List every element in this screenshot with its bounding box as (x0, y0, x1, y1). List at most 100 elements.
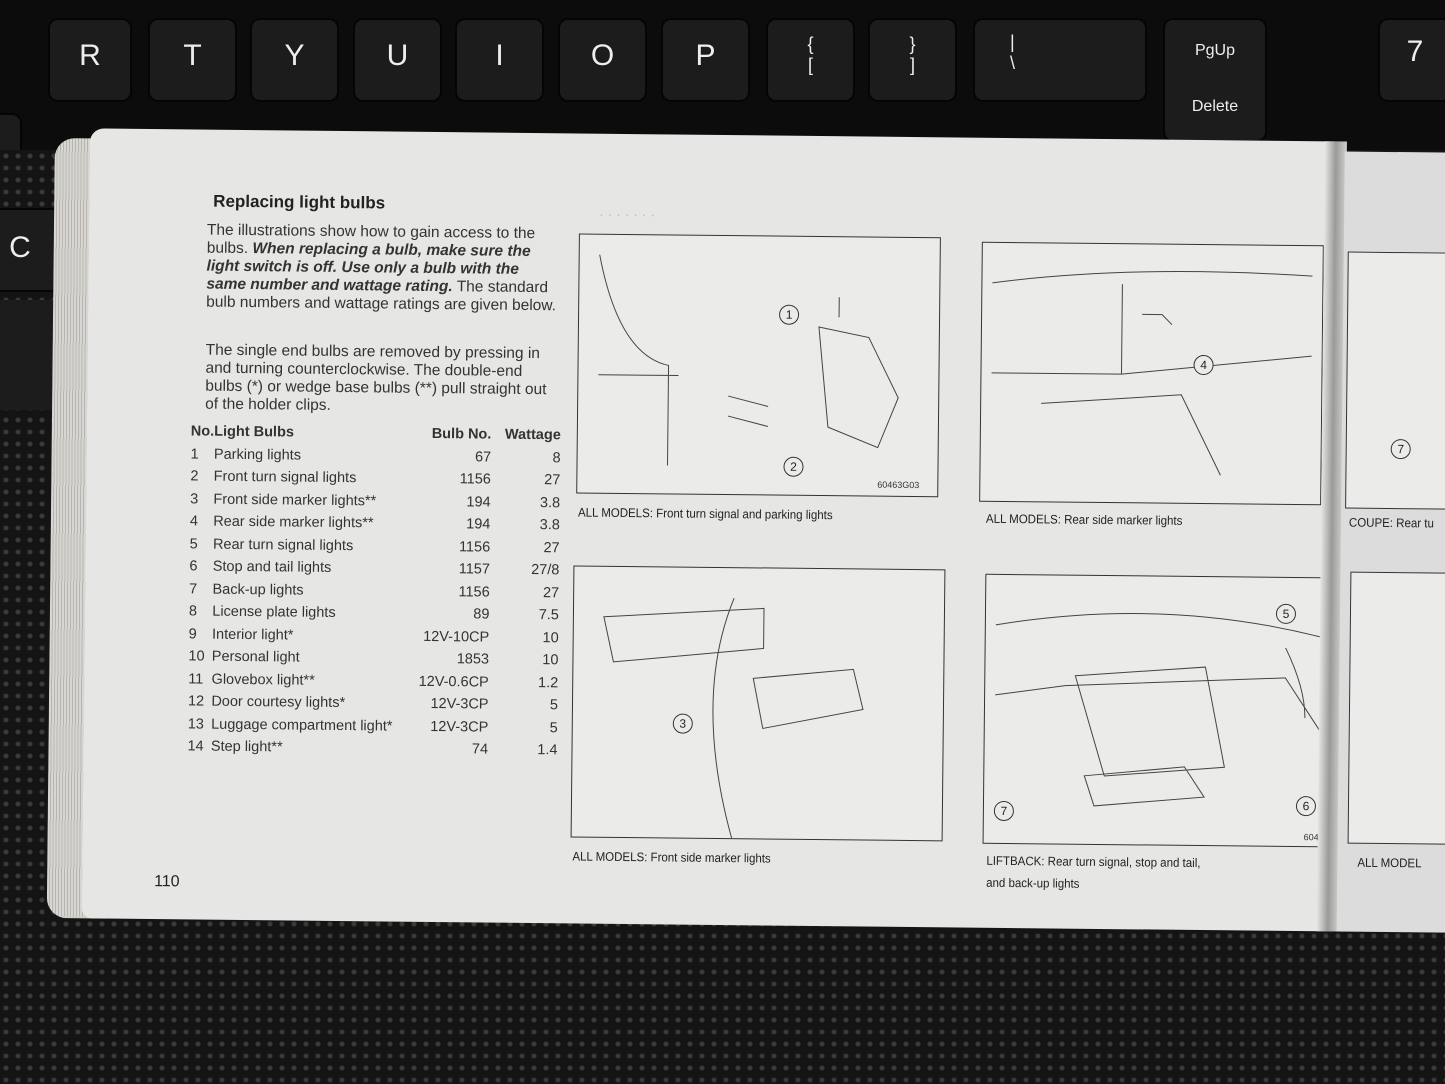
caption-liftback-rear: LIFTBACK: Rear turn signal, stop and tai… (986, 853, 1201, 891)
cell-wattage: 27 (544, 472, 561, 489)
cell-light-bulb: Rear turn signal lights (212, 536, 354, 554)
key-7[interactable]: 7 (1380, 20, 1445, 100)
figure-front-side-marker: 3 (570, 565, 946, 842)
cell-bulb-no: 12V-3CP (430, 695, 489, 713)
key-label: \ (1010, 53, 1016, 73)
callout-7: 7 (993, 800, 1015, 822)
illustration-front-turn-signal (598, 254, 899, 466)
key-t[interactable]: T (150, 20, 235, 100)
cell-wattage: 3.8 (539, 494, 561, 511)
key-label: | (1010, 32, 1015, 52)
cell-bulb-no: 1853 (456, 651, 490, 668)
cell-bulb-no: 1156 (459, 471, 491, 488)
key-label: PgUp (1194, 42, 1236, 59)
cell-bulb-no: 1157 (458, 561, 491, 578)
cell-no: 13 (187, 715, 204, 733)
cell-no: 11 (188, 670, 204, 688)
cell-no: 10 (188, 648, 205, 665)
callout-4: 4 (1193, 354, 1214, 376)
caption-coupe-rear: COUPE: Rear tu (1348, 515, 1435, 531)
cell-no: 6 (189, 558, 198, 575)
cell-light-bulb: Front turn signal lights (213, 468, 357, 487)
cell-wattage: 1.4 (537, 742, 558, 759)
cell-no: 1 (190, 445, 199, 463)
key-label: } (909, 34, 916, 54)
left-page: Replacing light bulbs The illustrations … (81, 128, 1358, 932)
key-backslash[interactable]: |\ (975, 20, 1145, 100)
cell-light-bulb: Step light** (210, 738, 283, 756)
key-i[interactable]: I (457, 20, 542, 100)
cell-light-bulb: Parking lights (213, 446, 302, 464)
cell-no: 2 (190, 468, 199, 485)
cell-light-bulb: Door courtesy lights* (211, 693, 346, 712)
right-page: 7 COUPE: Rear tu ALL MODEL (1336, 151, 1445, 933)
cell-bulb-no: 74 (471, 741, 489, 758)
caption-right-bottom: ALL MODEL (1357, 855, 1422, 871)
cell-bulb-no: 1156 (458, 583, 490, 601)
illustration-rear-side-marker (991, 271, 1313, 476)
cell-light-bulb: Luggage compartment light* (211, 716, 393, 735)
key-y[interactable]: Y (252, 20, 337, 100)
bleedthrough-text: · · · · · · · (599, 205, 656, 223)
cell-wattage: 10 (542, 629, 559, 646)
cell-wattage: 3.8 (539, 517, 560, 534)
cell-bulb-no: 12V-0.6CP (418, 673, 489, 691)
cell-bulb-no: 194 (466, 493, 491, 511)
callout-6: 6 (1295, 796, 1317, 817)
key-label: ] (909, 55, 915, 75)
cell-no: 5 (189, 535, 198, 553)
cell-light-bulb: License plate lights (212, 603, 336, 621)
cell-light-bulb: Interior light* (211, 626, 294, 644)
cell-no: 3 (190, 490, 199, 508)
owners-manual: Replacing light bulbs The illustrations … (46, 128, 1445, 943)
key-p[interactable]: P (663, 20, 748, 100)
cell-wattage: 5 (549, 697, 559, 714)
key-r[interactable]: R (50, 20, 130, 100)
callout-7: 7 (1390, 439, 1411, 460)
cell-wattage: 5 (549, 719, 558, 736)
key-label: [ (807, 55, 813, 75)
cell-light-bulb: Back-up lights (212, 581, 304, 599)
col-bulb-no: Bulb No. (431, 425, 492, 443)
caption-front-side-marker: ALL MODELS: Front side marker lights (572, 849, 771, 866)
figure-rear-side-marker: 4 (979, 241, 1324, 506)
cell-wattage: 27 (542, 584, 560, 601)
key-bracket-left[interactable]: {[ (768, 20, 853, 100)
key-bracket-right[interactable]: }] (870, 20, 955, 100)
cell-no: 8 (188, 603, 198, 620)
cell-light-bulb: Personal light (211, 648, 300, 666)
cell-bulb-no: 89 (473, 606, 490, 623)
figure-coupe-rear: 7 (1345, 251, 1445, 510)
key-o[interactable]: O (560, 20, 645, 100)
cell-light-bulb: Rear side marker lights** (213, 513, 374, 532)
callout-3: 3 (672, 713, 693, 734)
cell-light-bulb: Front side marker lights** (213, 491, 377, 509)
callout-5: 5 (1275, 603, 1297, 625)
callout-2: 2 (783, 456, 804, 477)
intro-paragraph: The illustrations show how to gain acces… (206, 222, 559, 316)
removal-paragraph: The single end bulbs are removed by pres… (205, 341, 547, 414)
table-row: 14 Step light** 74 1.4 (187, 738, 557, 764)
illustration-liftback-rear (995, 613, 1326, 807)
figure-right-bottom (1347, 571, 1445, 845)
cell-light-bulb: Stop and tail lights (212, 558, 332, 576)
page-title: Replacing light bulbs (213, 191, 386, 213)
caption-front-turn-signal: ALL MODELS: Front turn signal and parkin… (577, 505, 833, 523)
cell-no: 12 (187, 693, 205, 710)
cell-bulb-no: 12V-10CP (423, 628, 490, 646)
figure-liftback-rear: 5 6 7 60463G01 (982, 573, 1358, 848)
cell-no: 4 (189, 513, 199, 530)
cell-wattage: 7.5 (538, 607, 560, 624)
page-number: 110 (154, 873, 180, 891)
cell-wattage: 27/8 (531, 562, 560, 579)
cell-bulb-no: 67 (474, 448, 492, 466)
cell-no: 14 (187, 738, 204, 755)
figure-front-turn-signal: 1 2 60463G03 (576, 233, 941, 498)
callout-1: 1 (778, 304, 800, 325)
col-light-bulbs: Light Bulbs (214, 423, 295, 441)
illustration-front-side-marker (603, 597, 864, 839)
key-u[interactable]: U (355, 20, 440, 100)
figure-code: 60463G03 (877, 479, 920, 491)
